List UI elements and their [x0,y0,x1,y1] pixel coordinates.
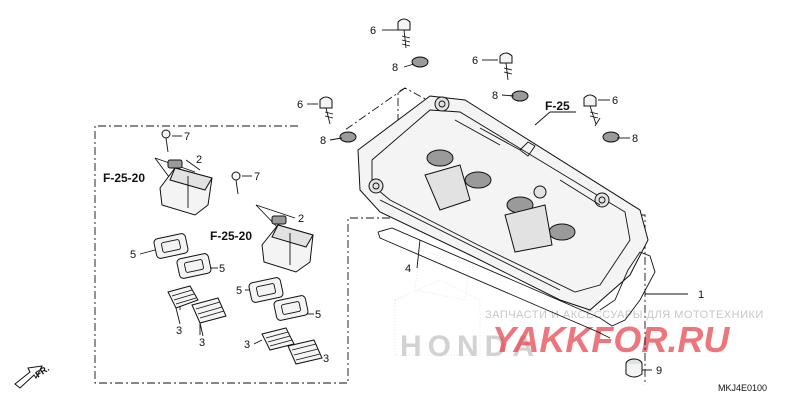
callout-6: 6 [472,55,478,67]
callout-6: 6 [297,99,303,111]
damper-3b [191,297,227,324]
screw-7a [161,129,171,153]
callout-3: 3 [199,337,205,349]
bolt-set-4 [583,94,620,143]
callout-5: 5 [130,249,136,261]
callout-7: 7 [254,171,260,183]
screw-7b [231,171,241,195]
callout-5: 5 [219,263,225,275]
callout-9: 9 [656,365,662,377]
callout-2: 2 [196,154,202,166]
ref-code: F-25 [545,99,570,113]
bolt-set-3 [319,96,357,143]
callout-6: 6 [612,95,618,107]
ref-code: F-25-20 [103,171,145,185]
seal-5c [248,277,284,303]
callout-6: 6 [370,25,376,37]
bolt-set-2 [499,52,529,102]
callout-8: 8 [320,135,326,147]
callout-3: 3 [323,353,329,365]
callout-4: 4 [405,263,411,275]
callout-labels: 6 8 6 8 6 8 6 8 7 7 2 2 5 5 5 5 3 3 3 3 … [130,25,704,377]
callout-3: 3 [176,325,182,337]
diagram-code: MKJ4E0100 [718,383,767,393]
watermark-brand: HONDA [400,330,540,363]
ignition-coil-2 [261,215,314,273]
ref-code: F-25-20 [210,229,252,243]
callout-5: 5 [315,309,321,321]
callout-2: 2 [298,213,304,225]
coil-group-outline [94,125,398,384]
seal-5a [153,233,189,259]
damper-3c [261,327,295,351]
callout-1: 1 [698,289,704,301]
grommet-9 [625,358,643,378]
callout-8: 8 [392,62,398,74]
bolt-set-1 [397,18,429,68]
cover-gasket [377,227,656,327]
damper-3d [287,339,323,365]
callout-5: 5 [236,285,242,297]
callout-8: 8 [632,133,638,145]
callout-7: 7 [184,131,190,143]
damper-3a [167,285,199,309]
cylinder-head-cover [357,95,649,311]
watermark-honda-pattern [394,249,481,356]
seal-5d [273,295,309,321]
cover-outline-top [344,87,406,131]
callout-3: 3 [244,339,250,351]
watermark-caption: ЗАПЧАСТИ И АКСЕССУАРЫ ДЛЯ МОТОТЕХНИКИ [485,309,764,321]
callout-8: 8 [492,90,498,102]
ignition-coil-1 [159,159,213,216]
front-arrow: FR. [14,363,51,389]
seal-5b [176,253,212,279]
